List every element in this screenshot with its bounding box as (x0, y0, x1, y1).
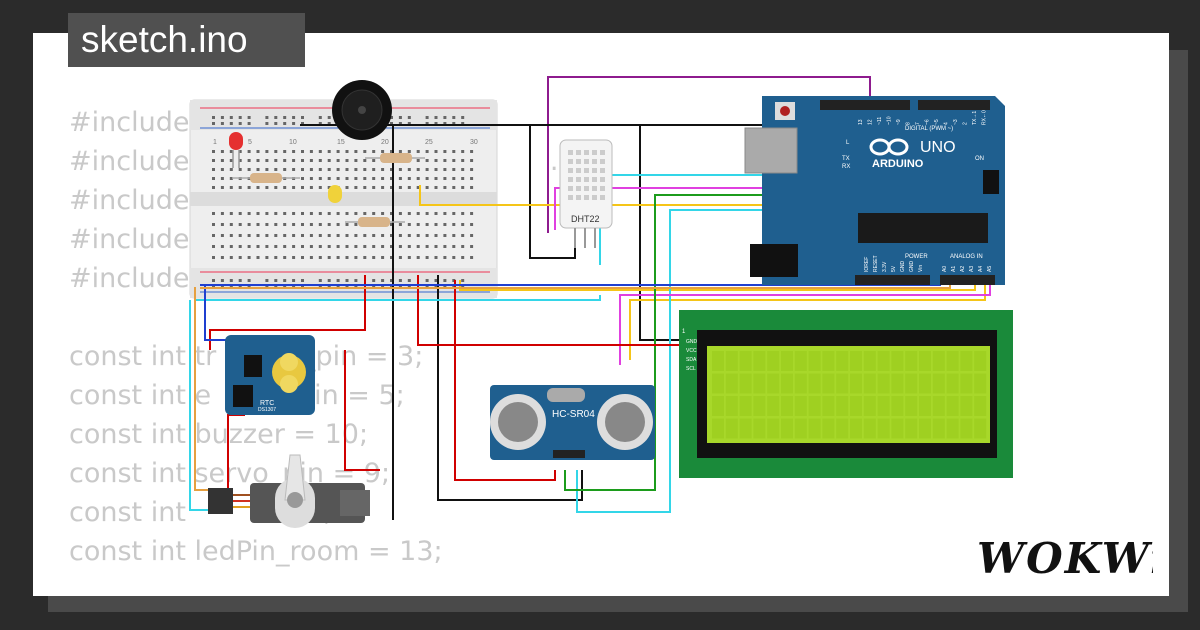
power-pin-label: 3.3V (882, 261, 888, 272)
wire-magenta-lcd (619, 280, 991, 365)
power-pin-label: 5V (891, 265, 897, 272)
code-line: #include (69, 224, 190, 255)
yellow-led (328, 185, 342, 203)
analog-pin-label: A2 (960, 266, 966, 272)
buzzer (332, 80, 392, 140)
code-line: #include (69, 185, 190, 216)
digital-pin-label: ~6 (925, 119, 931, 125)
rx-label: RX (842, 164, 850, 170)
power-pin-label: GND (909, 261, 915, 273)
analog-pin-label: A3 (969, 266, 975, 272)
wire-red-5 (344, 350, 380, 471)
wire-black-dht (529, 125, 576, 259)
arduino-uno: ARDUINO UNO DIGITAL (PWM ~) ANALOG IN PO… (744, 96, 1005, 285)
analog-label: ANALOG IN (950, 254, 983, 260)
lcd-pin-scl: SCL (686, 366, 696, 372)
wire-black-us (639, 125, 680, 341)
lcd-pin-vcc: VCC (686, 348, 697, 354)
wire-blue (204, 285, 232, 341)
code-line: const int ledPin_room = 13; (69, 536, 443, 567)
servo-motor (208, 454, 370, 528)
digital-pin-label: 7 (915, 122, 921, 125)
bb-col-25: 25 (425, 139, 433, 146)
lcd-pin-1: 1 (682, 329, 686, 335)
l-label: L (846, 140, 850, 146)
bb-col-10: 10 (289, 139, 297, 146)
hc-sr04-label: HC-SR04 (552, 409, 595, 420)
digital-pin-label: RX←0 (982, 110, 988, 125)
wokwi-logo-text: WOKWi (977, 534, 1153, 581)
wire-red-2 (227, 414, 245, 500)
digital-pin-label: ~9 (896, 119, 902, 125)
power-pin-label: GND (900, 261, 906, 273)
digital-label: DIGITAL (PWM ~) (905, 126, 953, 132)
code-line: const int tr _pin = 3; (69, 341, 424, 372)
digital-pin-label: 12 (868, 119, 874, 125)
code-line: #include (69, 107, 190, 138)
resistor-3 (345, 217, 405, 227)
rtc-label: RTC (260, 400, 274, 407)
digital-pin-label: 2 (963, 122, 969, 125)
hc-sr04-sensor: HC-SR04 (490, 385, 655, 460)
red-led (229, 132, 243, 168)
rtc-chip: DS1307 (258, 407, 276, 413)
analog-pin-label: A5 (987, 266, 993, 272)
wire-orange (194, 287, 210, 491)
code-line: const int buzzer = 10; (69, 419, 369, 450)
bb-col-15: 15 (337, 139, 345, 146)
dht22-label: DHT22 (571, 214, 600, 224)
tx-label: TX (842, 156, 850, 162)
wire-red-4 (454, 280, 556, 481)
resistor-2 (365, 153, 425, 163)
analog-pin-label: A0 (942, 266, 948, 272)
arduino-logo-icon (869, 138, 909, 156)
lcd-display: 1 GND VCC SDA SCL (679, 310, 1013, 478)
code-line: #include (69, 263, 190, 294)
digital-pin-label: ~10 (887, 116, 893, 125)
digital-pin-label: ~5 (934, 119, 940, 125)
arduino-model: UNO (920, 139, 956, 156)
rtc-module: RTC DS1307 (225, 335, 315, 415)
lcd-pin-sda: SDA (686, 357, 697, 363)
power-label: POWER (905, 254, 928, 260)
power-pin-label: RESET (873, 255, 879, 272)
lcd-pin-gnd: GND (686, 339, 698, 345)
analog-pin-label: A1 (951, 266, 957, 272)
wokwi-logo: WOKWi (977, 534, 1153, 581)
bb-col-30: 30 (470, 139, 478, 146)
digital-pin-label: 8 (906, 122, 912, 125)
digital-pin-label: ~11 (877, 117, 883, 125)
power-pin-label: Vin (918, 265, 924, 272)
wire-red-3 (417, 275, 685, 346)
breadboard-holes (212, 116, 474, 288)
resistor-1 (232, 173, 300, 183)
bb-col-1: 1 (213, 139, 217, 146)
digital-pin-label: ~3 (953, 119, 959, 125)
bb-col-20: 20 (381, 139, 389, 146)
digital-pin-label: TX→1 (972, 111, 978, 125)
wire-black-bottom (437, 275, 583, 501)
bb-col-5: 5 (248, 139, 252, 146)
wire-yellow-lcd (629, 280, 986, 360)
power-pin-label: IOREF (864, 257, 870, 272)
digital-pin-label: 13 (858, 119, 864, 125)
wire-purple (547, 76, 871, 233)
analog-pin-label: A4 (978, 266, 984, 272)
wire-cyan-3 (195, 295, 601, 301)
dht22-sensor: DHT22 (559, 139, 613, 248)
arduino-brand: ARDUINO (872, 158, 924, 170)
on-label: ON (975, 156, 984, 162)
wire-cyan-2 (189, 300, 210, 511)
code-background: #include#include .h>#include#include#inc… (69, 103, 598, 571)
digital-pin-label: 4 (944, 122, 950, 125)
sketch-title: sketch.ino (68, 13, 305, 67)
